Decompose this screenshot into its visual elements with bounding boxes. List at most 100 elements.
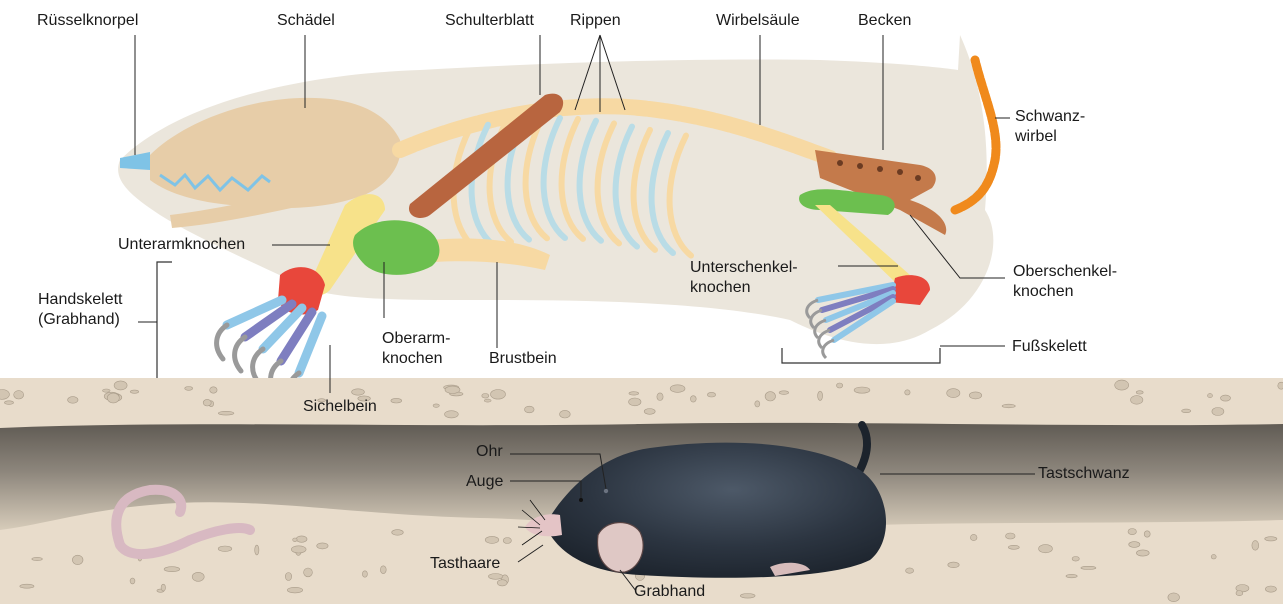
pebble <box>114 381 127 390</box>
pebble <box>707 392 715 397</box>
pebble <box>20 584 34 588</box>
pebble <box>130 578 135 584</box>
label-wirbelsaeule: Wirbelsäule <box>716 11 800 30</box>
pebble <box>740 594 755 599</box>
pebble <box>445 386 460 393</box>
pebble <box>291 546 306 553</box>
pebble <box>906 568 914 573</box>
pebble <box>1168 593 1180 602</box>
pebble <box>433 404 439 407</box>
foot-bracket <box>782 348 940 363</box>
pebble <box>644 409 655 415</box>
label-oberschenkel-line2: knochen <box>1013 282 1074 301</box>
mole-eye <box>579 498 583 502</box>
label-ohr: Ohr <box>476 442 503 461</box>
pebble <box>1221 395 1231 401</box>
pebble <box>854 387 870 393</box>
label-auge: Auge <box>466 472 503 491</box>
pebble <box>192 572 204 581</box>
pebble <box>690 396 696 402</box>
pebble <box>14 391 24 399</box>
pebble <box>317 543 328 549</box>
pebble <box>491 390 506 400</box>
label-unterarmknochen: Unterarmknochen <box>118 235 245 254</box>
pebble <box>947 389 960 398</box>
pebble <box>670 385 685 393</box>
pebble <box>210 387 217 393</box>
pebble <box>161 584 165 591</box>
pebble <box>1002 404 1015 408</box>
pebble <box>1006 533 1016 539</box>
label-tasthaare: Tasthaare <box>430 554 500 573</box>
label-handskelett-line2: (Grabhand) <box>38 310 120 329</box>
label-rippen: Rippen <box>570 11 621 30</box>
pebble <box>4 401 13 405</box>
pebble <box>392 530 404 536</box>
pebble <box>1265 537 1277 541</box>
pebble <box>1115 380 1129 390</box>
pebble <box>445 411 459 418</box>
label-brustbein: Brustbein <box>489 349 557 368</box>
label-tastschwanz: Tastschwanz <box>1038 464 1130 483</box>
hand-bracket <box>157 262 172 388</box>
label-unterschenkel-line2: knochen <box>690 278 751 297</box>
pebble <box>68 397 78 404</box>
mole-hand <box>598 523 644 573</box>
label-grabhand: Grabhand <box>634 582 705 601</box>
pebble <box>1182 409 1191 413</box>
pebble <box>629 392 639 395</box>
label-schaedel: Schädel <box>277 11 335 30</box>
pebble <box>296 536 307 542</box>
pebble <box>1278 382 1283 389</box>
pebble <box>107 393 119 403</box>
pebble <box>1072 557 1079 562</box>
pebble <box>380 566 386 574</box>
pebble <box>969 392 981 399</box>
pebble <box>1212 408 1224 416</box>
pebble <box>218 411 234 415</box>
pebble <box>765 392 775 401</box>
pebble <box>905 390 910 395</box>
pebble <box>1136 391 1143 394</box>
pebble <box>818 391 823 400</box>
pebble <box>779 391 789 395</box>
pebble <box>352 389 365 395</box>
pebble <box>304 568 313 577</box>
pebble <box>130 390 139 393</box>
pebble <box>497 580 507 586</box>
pebble <box>837 383 843 388</box>
pebble <box>1131 396 1143 405</box>
pebble <box>482 394 489 399</box>
pebble <box>1252 541 1259 551</box>
pebble <box>525 406 535 413</box>
pebble <box>218 546 232 551</box>
label-oberarm-line1: Oberarm- <box>382 329 450 348</box>
pebble <box>103 389 111 392</box>
pebble <box>657 393 663 401</box>
pebble <box>287 587 302 593</box>
pebble <box>560 410 571 418</box>
pebble <box>755 401 760 407</box>
pebble <box>255 545 259 555</box>
label-oberarm-line2: knochen <box>382 349 443 368</box>
pebble <box>1066 574 1077 577</box>
label-handskelett-line1: Handskelett <box>38 290 123 309</box>
pebble <box>362 571 367 577</box>
pebble <box>164 567 180 572</box>
pebble <box>485 536 499 543</box>
pebble <box>948 562 959 568</box>
pebble <box>503 538 511 544</box>
mole-ear <box>604 489 608 493</box>
pebble <box>1129 542 1140 548</box>
pebble <box>391 398 402 403</box>
label-unterschenkel-line1: Unterschenkel- <box>690 258 798 277</box>
pebble <box>1208 394 1213 398</box>
label-sichelbein: Sichelbein <box>303 397 377 416</box>
pebble <box>1265 586 1276 592</box>
pebble <box>1211 555 1216 559</box>
pebble <box>203 399 211 406</box>
label-schulterblatt: Schulterblatt <box>445 11 534 30</box>
label-becken: Becken <box>858 11 911 30</box>
pebble <box>1039 545 1053 553</box>
